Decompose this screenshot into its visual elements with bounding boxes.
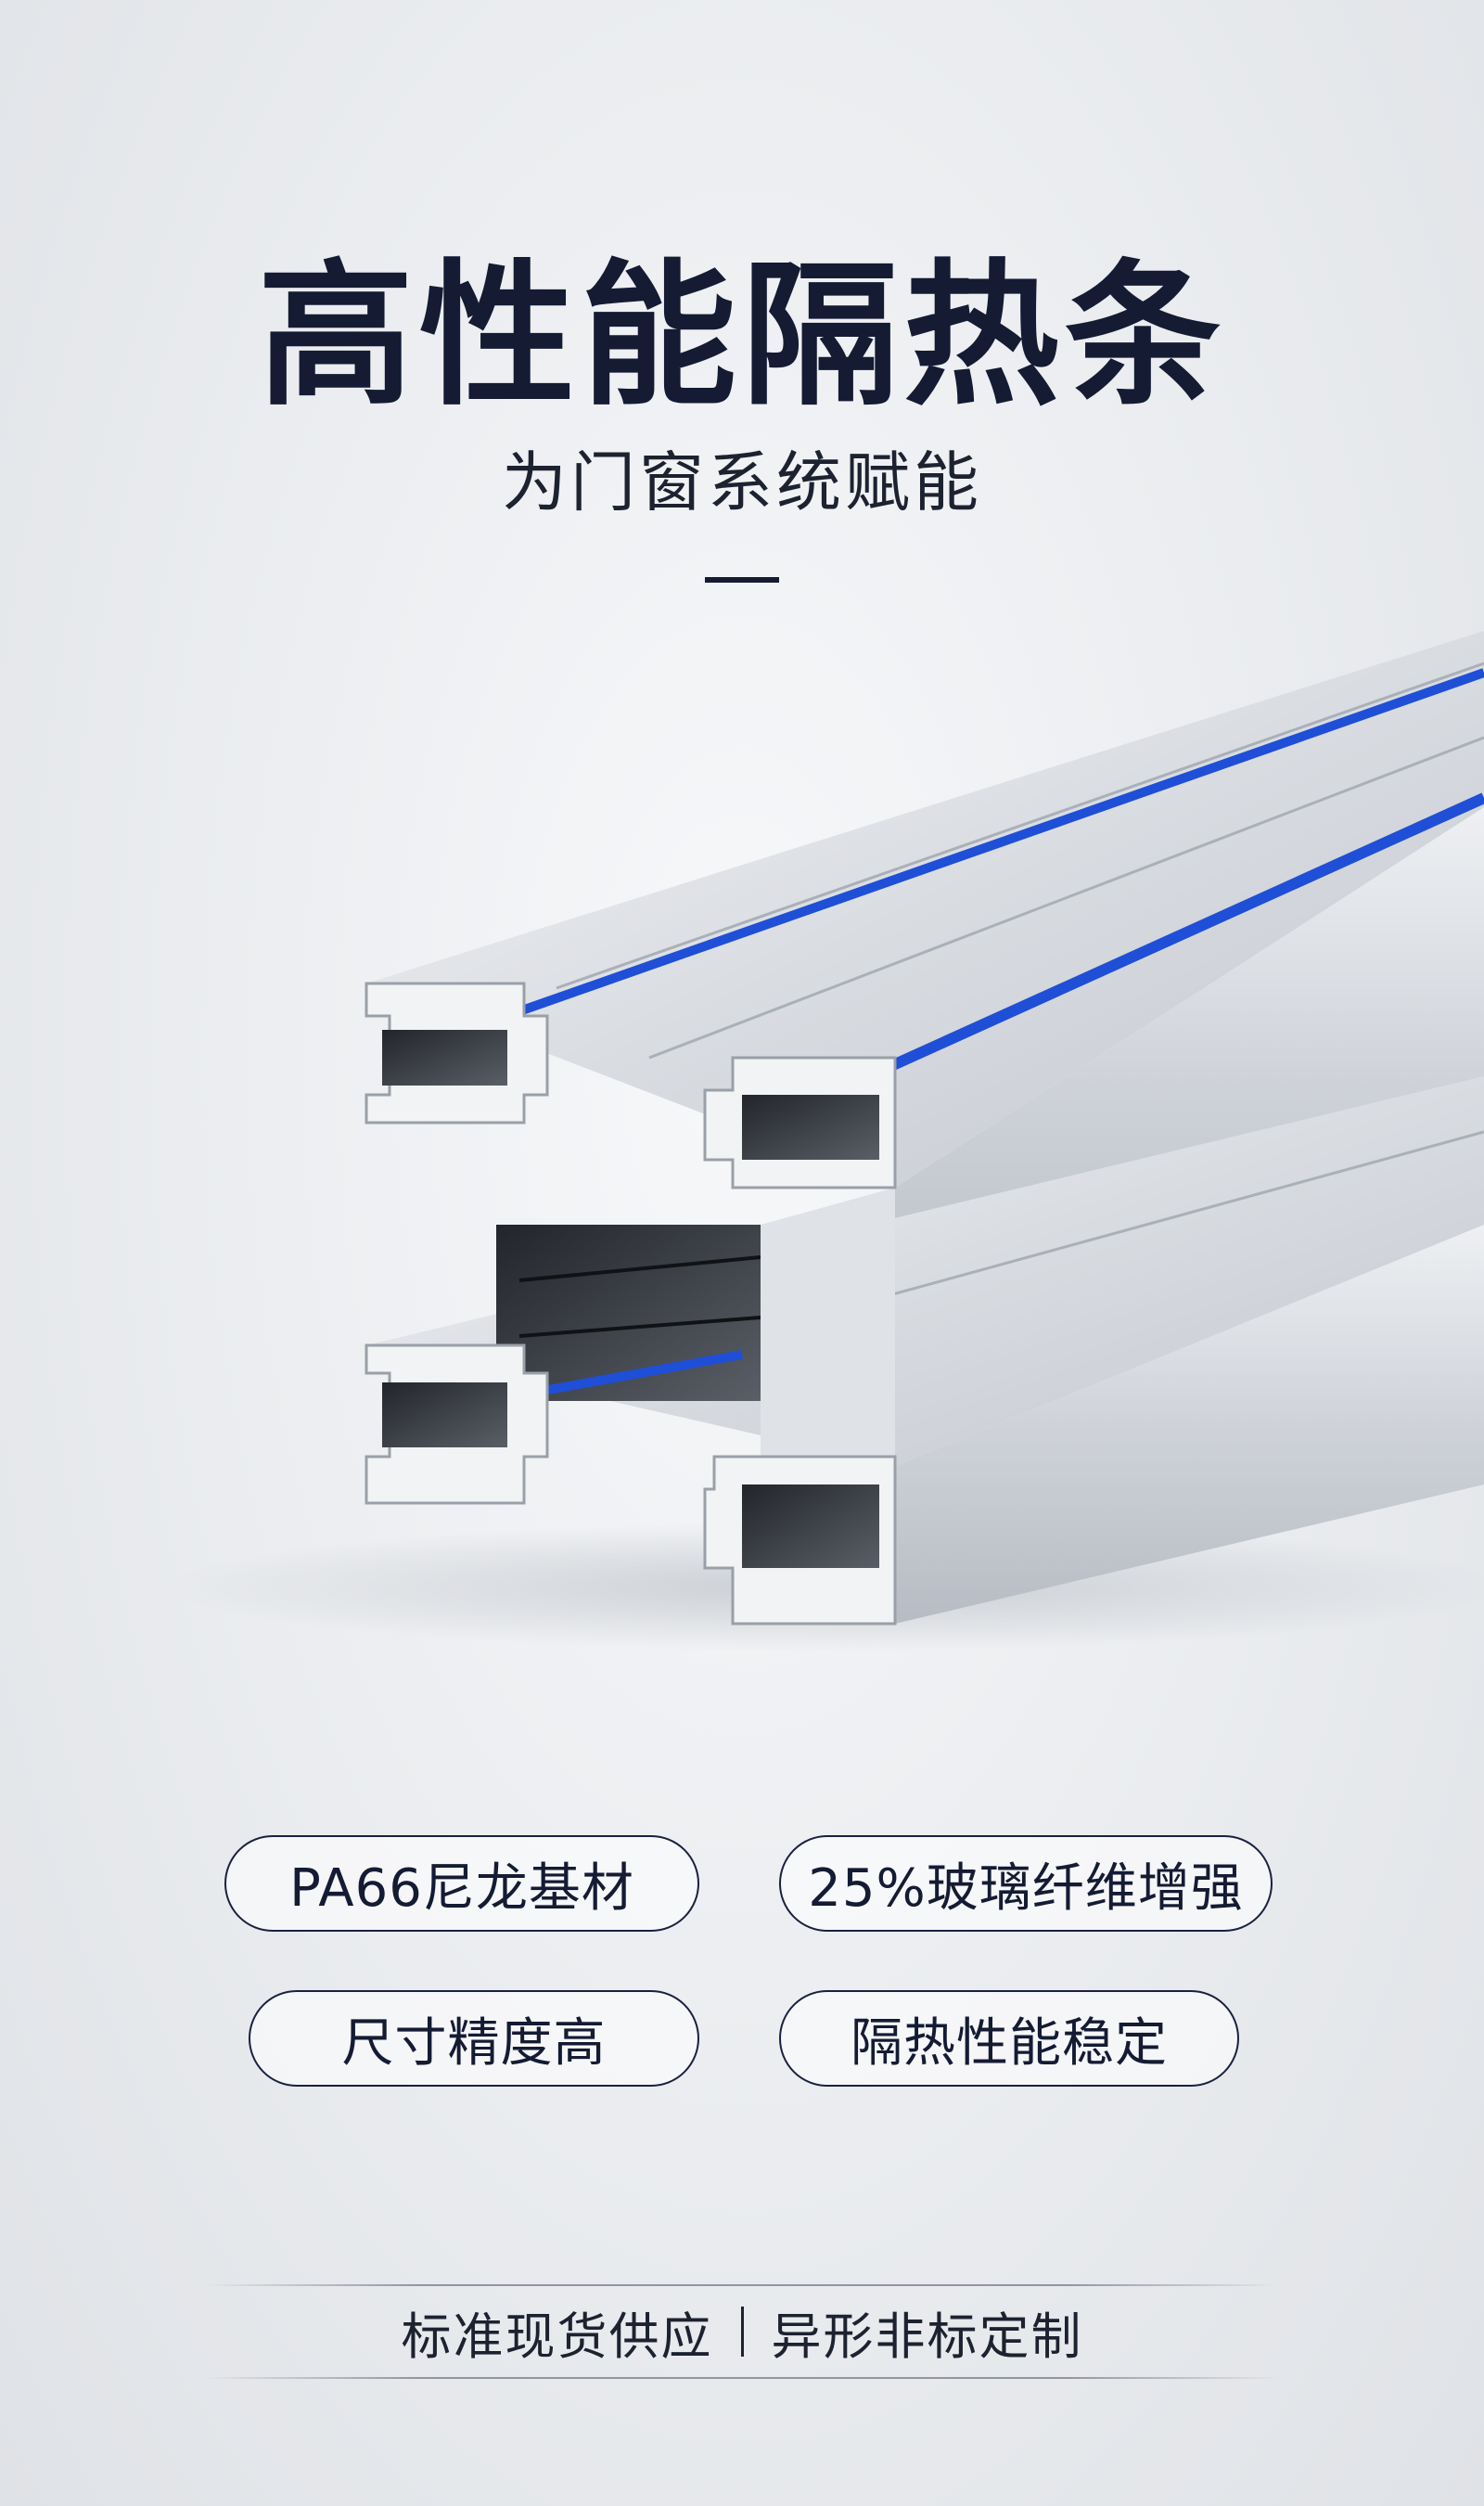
upper-blue-strip-2 [804,792,1484,1110]
footer-left-text: 标准现货供应 [401,2307,713,2366]
lower-side-face [895,1225,1484,1624]
footer-divider-bottom [204,2377,1280,2379]
aluminum-profile-image [167,631,1484,1651]
page-title: 高性能隔热条 [258,245,1226,427]
lower-blue-strip [537,1350,743,1396]
title-divider [705,577,779,583]
feature-pill-insulation: 隔热性能稳定 [779,1990,1239,2087]
upper-blue-strip-1 [518,668,1484,1016]
footer-right-text: 异形非标定制 [771,2307,1083,2366]
feature-pill-precision: 尺寸精度高 [249,1990,699,2087]
footer-tagline: 标准现货供应 异形非标定制 [0,2299,1484,2366]
feature-pill-glass-fiber: 25%玻璃纤维增强 [779,1835,1273,1932]
page-subtitle: 为门窗系统赋能 [502,444,982,520]
center-cavity [496,1225,761,1401]
footer-divider-top [204,2284,1280,2286]
center-web-side [761,1188,895,1503]
feature-pill-material: PA66尼龙基材 [224,1835,699,1932]
footer-separator [740,2307,744,2357]
